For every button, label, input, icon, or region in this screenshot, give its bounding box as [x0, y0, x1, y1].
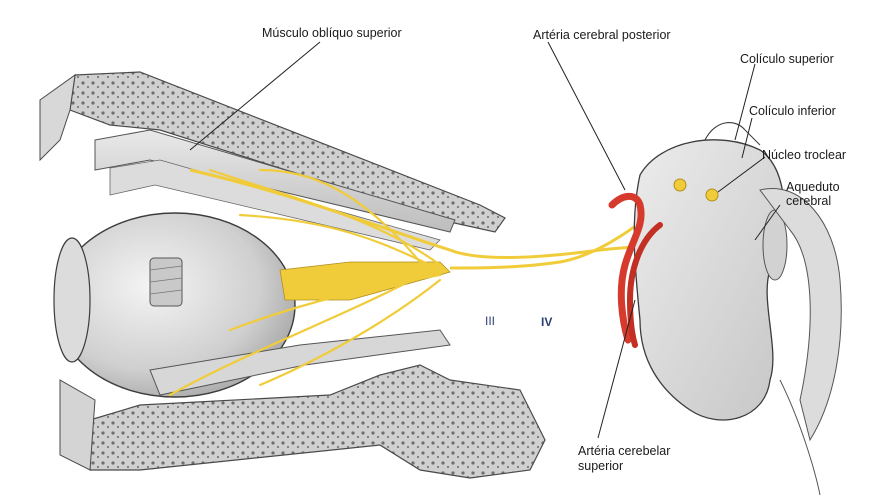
inferior-muscle: [149, 329, 451, 396]
posterior-cerebral-artery: [608, 192, 645, 344]
trochlear-nucleus-dot: [705, 188, 719, 202]
cerebellum: [759, 188, 842, 442]
oculomotor-nucleus: [673, 178, 687, 192]
label-trochlear-nucleus: Núcleo troclear: [762, 148, 847, 162]
label-superior-cerebellar-artery-line1: Artéria cerebelar: [578, 444, 671, 458]
label-cerebral-aqueduct-line2: cerebral: [786, 194, 832, 208]
eyeball: [53, 212, 296, 398]
superior-cerebellar-artery: [626, 222, 663, 348]
oculomotor-branches: [168, 168, 442, 397]
orbital-floor-bone: [59, 364, 546, 479]
label-superior-colliculus: Colículo superior: [740, 52, 834, 66]
label-superior-oblique-muscle: Músculo oblíquo superior: [262, 26, 402, 40]
optic-nerve-bundle: [279, 261, 451, 301]
label-superior-cerebellar-artery-line2: superior: [578, 459, 624, 473]
label-inferior-colliculus: Colículo inferior: [749, 104, 836, 118]
label-nerve-iv: IV: [541, 315, 553, 329]
orbital-roof-bone: [39, 71, 506, 233]
label-posterior-cerebral-artery: Artéria cerebral posterior: [533, 28, 671, 42]
leader-lines: [189, 41, 781, 439]
midbrain: [633, 122, 821, 496]
label-cerebral-aqueduct-line1: Aqueduto: [786, 180, 840, 194]
label-nerve-iii: III: [485, 314, 496, 328]
